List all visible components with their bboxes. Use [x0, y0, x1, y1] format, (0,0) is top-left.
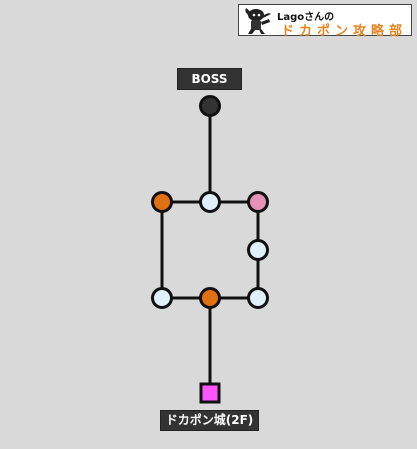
- logo-subtitle: Lagoさんの: [277, 12, 335, 23]
- blank-space-bottom-left[interactable]: [151, 287, 173, 309]
- blank-space-right-middle[interactable]: [247, 239, 269, 261]
- entrance-label: ドカポン城(2F): [160, 410, 259, 431]
- boss-label: BOSS: [177, 68, 242, 90]
- boss-space[interactable]: [199, 95, 221, 117]
- blank-space-top-center[interactable]: [199, 191, 221, 213]
- logo-title: ドカポン攻略部: [281, 24, 408, 39]
- mascot-icon: [245, 8, 271, 34]
- map-paths: [160, 106, 260, 393]
- orange-space-top-left[interactable]: [151, 191, 173, 213]
- orange-space-bottom-center[interactable]: [199, 287, 221, 309]
- site-logo[interactable]: Lagoさんの ドカポン攻略部: [238, 4, 412, 39]
- pink-space-top-right[interactable]: [247, 191, 269, 213]
- map-spaces: [151, 95, 269, 404]
- blank-space-bottom-right[interactable]: [247, 287, 269, 309]
- entrance-space[interactable]: [199, 382, 221, 404]
